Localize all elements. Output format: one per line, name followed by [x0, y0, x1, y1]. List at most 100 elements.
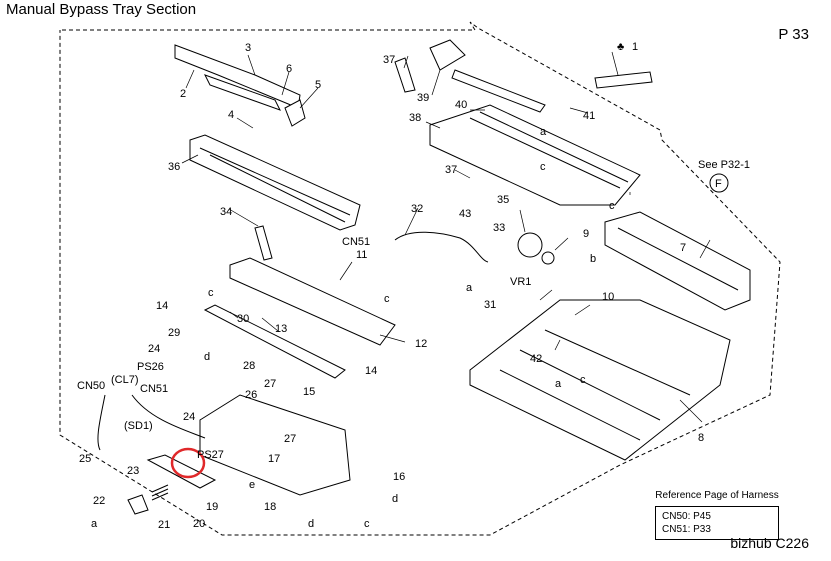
callout-23: 23 [127, 465, 139, 477]
callout-19: 19 [206, 501, 218, 513]
harness-reference-heading: Reference Page of Harness [655, 490, 779, 501]
callout-a: a [91, 518, 98, 530]
callout-c: c [580, 374, 586, 386]
callout-d: d [308, 518, 314, 530]
page-number: P 33 [778, 26, 809, 43]
callout-22: 22 [93, 495, 105, 507]
callout-18: 18 [264, 501, 276, 513]
callout-a: a [555, 378, 562, 390]
callout-42: 42 [530, 353, 542, 365]
part-frame-18 [199, 394, 351, 496]
callout-c: c [609, 200, 615, 212]
callout-16: 16 [393, 471, 405, 483]
callout-c: c [364, 518, 370, 530]
part-assembly-23 [146, 454, 217, 489]
callout-1-mark: ♣ [617, 41, 624, 53]
sensor-ps27: PS27 [197, 449, 224, 461]
callout-d: d [392, 493, 398, 505]
part-base-tray-8-ribs [499, 329, 691, 441]
part-tray-38 [429, 104, 641, 206]
part-harness-32 [394, 231, 489, 263]
callout-c: c [540, 161, 546, 173]
callout-15: 15 [303, 386, 315, 398]
part-shaft-34 [254, 225, 273, 261]
callout-14a: 14 [156, 300, 168, 312]
callout-27a: 27 [264, 378, 276, 390]
callout-1: 1 [632, 41, 638, 53]
callout-b: b [590, 253, 596, 265]
callout-17: 17 [268, 453, 280, 465]
callout-3: 3 [245, 42, 251, 54]
see-reference: See P32-1 [698, 159, 750, 171]
callout-26: 26 [245, 389, 257, 401]
callout-24b: 24 [183, 411, 195, 423]
harness-ref-line: CN51: P33 [662, 524, 711, 535]
harness-reference: Reference Page of Harness CN50: P45 CN51… [655, 490, 779, 540]
callout-39: 39 [417, 92, 429, 104]
callout-24a: 24 [148, 343, 160, 355]
callout-38: 38 [409, 112, 421, 124]
callout-41: 41 [583, 110, 595, 122]
callout-a: a [540, 126, 547, 138]
callout-40: 40 [455, 99, 467, 111]
part-cover-36-detail [199, 147, 351, 223]
part-rail-6 [203, 74, 282, 111]
callout-12: 12 [415, 338, 427, 350]
callout-10: 10 [602, 291, 614, 303]
callout-27b: 27 [284, 433, 296, 445]
callout-6: 6 [286, 63, 292, 75]
harness-ref-line: CN50: P45 [662, 511, 711, 522]
sensor-ps26: PS26 [137, 361, 164, 373]
connector-cn51: CN51 [140, 383, 168, 395]
callout-5: 5 [315, 79, 321, 91]
callout-11: 11 [356, 249, 367, 261]
callout-13: 13 [275, 323, 287, 335]
part-gear-33 [517, 232, 543, 258]
callout-d: d [204, 351, 210, 363]
callout-43: 43 [459, 208, 471, 220]
sensor-vr1: VR1 [510, 276, 531, 288]
callout-31: 31 [484, 299, 496, 311]
callout-32: 32 [411, 203, 423, 215]
connector-sd1: (SD1) [124, 420, 153, 432]
callout-21: 21 [158, 519, 170, 531]
callout-2: 2 [180, 88, 186, 100]
part-frame-13 [203, 304, 346, 379]
callout-20: 20 [193, 518, 205, 530]
callout-7: 7 [680, 242, 686, 254]
part-label-1 [594, 71, 653, 89]
callout-25: 25 [79, 453, 91, 465]
part-arm-37 [394, 57, 416, 93]
harness-reference-box: CN50: P45 CN51: P33 [655, 506, 779, 540]
callout-28: 28 [243, 360, 255, 372]
callout-34: 34 [220, 206, 232, 218]
callout-29: 29 [168, 327, 180, 339]
part-tray-38-ribs [469, 111, 629, 189]
part-guide-39 [429, 39, 466, 71]
leader-lines [181, 51, 711, 423]
callout-30: 30 [237, 313, 249, 325]
connector-cn51-top: CN51 [342, 236, 370, 248]
callout-37a: 37 [383, 54, 395, 66]
callout-c: c [384, 293, 390, 305]
ref-circle-f [709, 173, 729, 193]
section-title: Manual Bypass Tray Section [6, 1, 197, 18]
callout-e: e [249, 479, 255, 491]
ref-circle-f-letter: F [715, 178, 722, 190]
callout-a: a [466, 282, 473, 294]
callout-14b: 14 [365, 365, 377, 377]
callout-37b: 37 [445, 164, 457, 176]
callout-9: 9 [583, 228, 589, 240]
callout-36: 36 [168, 161, 180, 173]
part-rail-40 [451, 69, 546, 113]
connector-cn50: CN50 [77, 380, 105, 392]
callout-c: c [208, 287, 214, 299]
connector-cl7: (CL7) [111, 374, 139, 386]
highlight-ps27 [170, 447, 206, 479]
part-spring-21 [151, 484, 169, 501]
part-gear-9 [541, 251, 555, 265]
part-cover-36 [189, 134, 361, 231]
callout-35: 35 [497, 194, 509, 206]
part-harness-25 [97, 394, 206, 451]
